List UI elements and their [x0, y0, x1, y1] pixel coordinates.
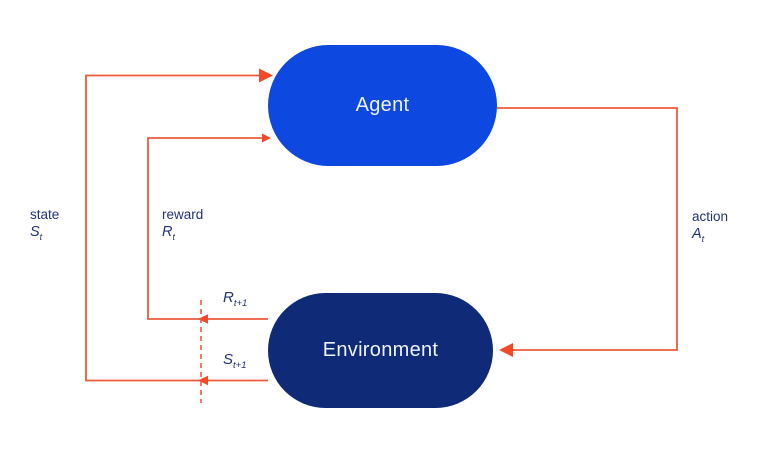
action-label-symbol: At: [692, 226, 705, 244]
state-arrowhead-icon: [259, 68, 273, 83]
reward-label: reward Rt: [162, 206, 203, 241]
action-arrowhead-icon: [499, 343, 513, 357]
state-loop-line: [85, 74, 268, 382]
next-reward-arrowhead-icon: [198, 314, 208, 324]
environment-node-label: Environment: [322, 339, 439, 361]
reward-label-word: reward: [162, 207, 204, 222]
action-label-word: action: [692, 209, 729, 224]
state-label: state St: [30, 206, 59, 241]
reward-label-symbol: Rt: [162, 224, 175, 242]
environment-node: Environment: [268, 293, 493, 408]
state-label-symbol: St: [30, 224, 43, 242]
action-label: action At: [692, 208, 728, 243]
state-label-word: state: [30, 207, 60, 222]
next-reward-label: Rt+1: [223, 289, 248, 309]
action-loop-line: [497, 107, 678, 351]
agent-node-label: Agent: [355, 94, 410, 116]
reward-arrowhead-icon: [262, 133, 271, 143]
next-state-arrowhead-icon: [198, 375, 208, 386]
agent-node: Agent: [268, 45, 497, 166]
next-state-label: St+1: [223, 351, 247, 371]
